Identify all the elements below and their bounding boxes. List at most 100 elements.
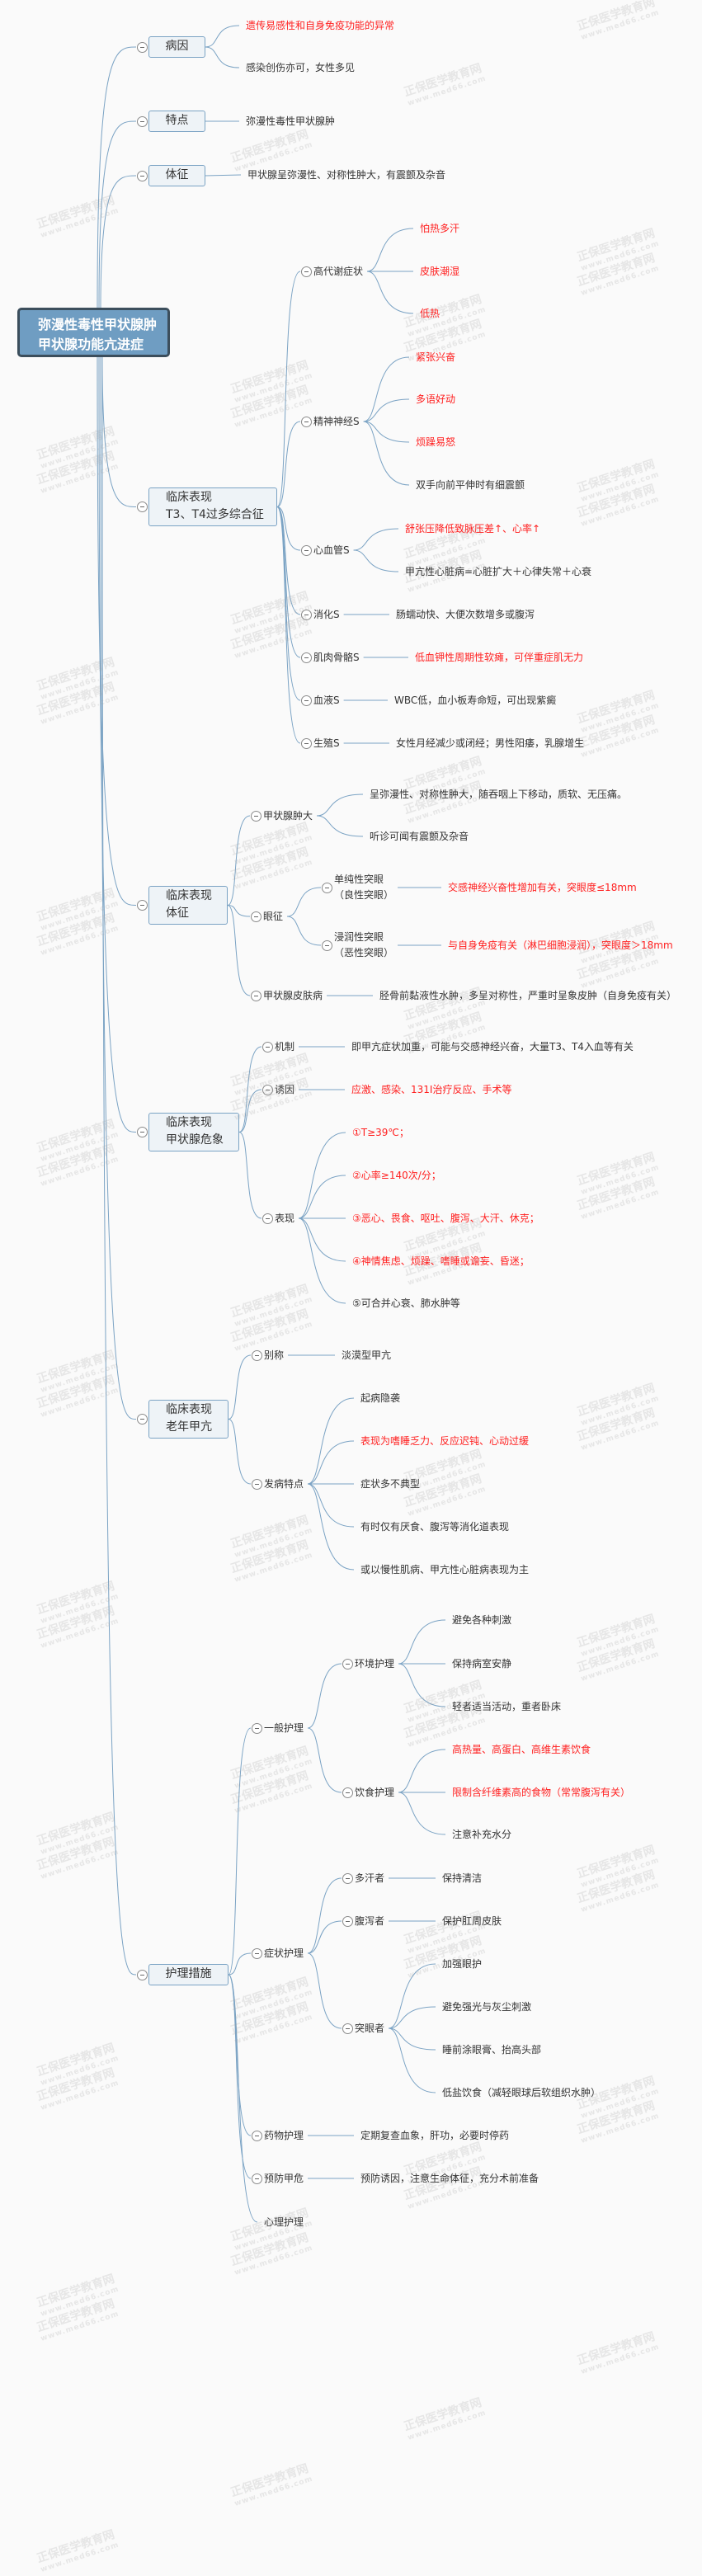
subtopic[interactable]: 饮食护理: [355, 1786, 394, 1799]
subtopic[interactable]: 药物护理: [264, 2129, 304, 2142]
collapse-toggle-icon[interactable]: [251, 2173, 262, 2184]
branch-topic-5[interactable]: 临床表现体征: [148, 886, 228, 925]
collapse-toggle-icon[interactable]: [136, 900, 148, 911]
collapse-toggle-icon[interactable]: [342, 1915, 353, 1927]
branch-topic-7[interactable]: 临床表现老年甲亢: [148, 1400, 229, 1439]
collapse-toggle-icon[interactable]: [300, 737, 312, 749]
subtopic-label: 症状护理: [264, 1947, 304, 1959]
collapse-toggle-icon[interactable]: [342, 1658, 353, 1669]
connector-line: [307, 1483, 355, 1528]
connector-line: [238, 1046, 262, 1133]
collapse-toggle-icon[interactable]: [251, 1947, 262, 1959]
collapse-toggle-icon[interactable]: [251, 1722, 262, 1734]
collapse-toggle-icon[interactable]: [251, 1478, 262, 1490]
root-topic[interactable]: 弥漫性毒性甲状腺肿 甲状腺功能亢进症: [17, 308, 170, 357]
subtopic[interactable]: 精神神经S: [313, 415, 360, 428]
connector-line: [238, 1089, 262, 1133]
subtopic-label: 单纯性突眼: [334, 874, 384, 885]
connector-line: [363, 356, 410, 422]
subtopic[interactable]: 高代谢症状: [313, 265, 363, 278]
collapse-toggle-icon[interactable]: [342, 1787, 353, 1798]
subtopic[interactable]: 腹泻者: [355, 1914, 384, 1928]
collapse-toggle-icon[interactable]: [136, 1969, 148, 1980]
trunk-line: [101, 356, 137, 507]
subtopic[interactable]: 心血管S: [313, 544, 350, 557]
subtopic[interactable]: 诱因: [275, 1083, 294, 1096]
collapse-toggle-icon[interactable]: [136, 115, 148, 127]
collapse-toggle-icon[interactable]: [251, 2130, 262, 2141]
subtopic[interactable]: 浸润性突眼（恶性突眼）: [334, 930, 393, 961]
leaf-topic: ②心率≥140次/分；: [352, 1170, 441, 1181]
branch-topic-1[interactable]: 病因: [148, 36, 205, 58]
subtopic-label: 突眼者: [355, 2023, 385, 2034]
subtopic[interactable]: 单纯性突眼（良性突眼）: [334, 872, 393, 903]
collapse-toggle-icon[interactable]: [300, 266, 312, 277]
branch-topic-8[interactable]: 护理措施: [148, 1964, 229, 1985]
subtopic[interactable]: 弥漫性毒性甲状腺肿: [246, 115, 336, 127]
collapse-toggle-icon[interactable]: [136, 1127, 148, 1137]
subtopic[interactable]: 肌肉骨骼S: [313, 651, 360, 664]
subtopic[interactable]: 别称: [264, 1349, 284, 1362]
subtopic-label: 多汗者: [355, 1872, 385, 1884]
branch-label: 护理措施: [165, 1967, 212, 1980]
subtopic[interactable]: 发病特点: [264, 1477, 304, 1491]
subtopic[interactable]: 一般护理: [264, 1721, 304, 1735]
collapse-toggle-icon[interactable]: [250, 990, 261, 1001]
branch-label: 体征: [166, 907, 189, 920]
collapse-toggle-icon[interactable]: [136, 1414, 148, 1425]
collapse-toggle-icon[interactable]: [321, 940, 332, 951]
collapse-toggle-icon[interactable]: [300, 609, 312, 620]
connector-line: [298, 1132, 346, 1219]
subtopic[interactable]: 症状护理: [264, 1947, 304, 1960]
subtopic[interactable]: 多汗者: [355, 1872, 384, 1885]
subtopic[interactable]: 心理护理: [264, 2216, 304, 2228]
leaf-topic: ③恶心、畏食、呕吐、腹泻、大汗、休克；: [352, 1213, 539, 1224]
branch-label: 体征: [165, 168, 189, 181]
collapse-toggle-icon[interactable]: [321, 882, 332, 893]
collapse-toggle-icon[interactable]: [251, 1349, 262, 1361]
collapse-toggle-icon[interactable]: [136, 502, 148, 512]
subtopic[interactable]: 消化S: [313, 608, 340, 621]
subtopic[interactable]: 眼征: [263, 910, 283, 923]
subtopic[interactable]: 甲状腺呈弥漫性、对称性肿大，有震颤及杂音: [247, 169, 446, 181]
collapse-toggle-icon[interactable]: [261, 1084, 273, 1095]
connector-line: [286, 916, 322, 946]
connector-line: [388, 1963, 436, 2029]
collapse-toggle-icon[interactable]: [250, 810, 261, 822]
branch-label: 临床表现: [166, 491, 212, 504]
collapse-toggle-icon[interactable]: [261, 1041, 273, 1053]
subtopic[interactable]: 环境护理: [355, 1657, 394, 1670]
subtopic[interactable]: 甲状腺皮肤病: [263, 989, 323, 1002]
collapse-toggle-icon[interactable]: [300, 544, 312, 556]
collapse-toggle-icon[interactable]: [342, 2023, 353, 2034]
subtopic[interactable]: 感染创伤亦可，女性多见: [246, 62, 356, 73]
branch-topic-6[interactable]: 临床表现甲状腺危象: [148, 1113, 239, 1151]
leaf-topic: 胫骨前黏液性水肿，多呈对称性，严重时呈象皮肿（自身免疫有关）: [379, 990, 677, 1001]
collapse-toggle-icon[interactable]: [342, 1872, 353, 1884]
subtopic[interactable]: 预防甲危: [264, 2172, 304, 2185]
collapse-toggle-icon[interactable]: [261, 1213, 273, 1224]
branch-topic-2[interactable]: 特点: [148, 111, 205, 132]
leaf-topic: 怕热多汗: [420, 223, 460, 234]
connector-line: [228, 1419, 252, 1485]
subtopic[interactable]: 甲状腺肿大: [263, 809, 313, 822]
collapse-toggle-icon[interactable]: [136, 41, 148, 53]
subtopic[interactable]: 机制: [275, 1040, 294, 1053]
branch-topic-3[interactable]: 体征: [148, 165, 205, 186]
connector-line: [227, 815, 251, 906]
subtopic[interactable]: 表现: [275, 1212, 294, 1225]
subtopic[interactable]: 生殖S: [313, 737, 340, 750]
subtopic[interactable]: 血液S: [313, 694, 340, 707]
collapse-toggle-icon[interactable]: [136, 170, 148, 181]
subtopic[interactable]: 遗传易感性和自身免疫功能的异常: [246, 20, 395, 31]
collapse-toggle-icon[interactable]: [300, 652, 312, 663]
subtopic[interactable]: 突眼者: [355, 2022, 384, 2035]
collapse-toggle-icon[interactable]: [300, 695, 312, 706]
collapse-toggle-icon[interactable]: [250, 911, 261, 922]
branch-label: 病因: [165, 40, 189, 53]
collapse-toggle-icon[interactable]: [300, 416, 312, 427]
connector-line: [298, 1175, 346, 1219]
